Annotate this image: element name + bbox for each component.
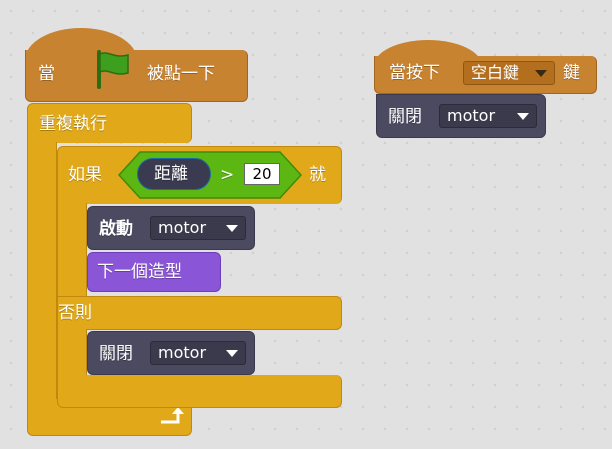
forever-label: 重複執行 <box>39 114 107 134</box>
then-label: 就 <box>309 165 326 185</box>
motor-off-target: motor <box>158 343 207 362</box>
loop-arrow-icon <box>161 407 184 424</box>
key-dropdown[interactable]: 空白鍵 <box>463 61 555 85</box>
distance-label: 距離 <box>154 164 188 184</box>
when-flag-clicked-block[interactable]: 當 被點一下 <box>25 50 248 102</box>
key-motor-off-target: motor <box>447 106 496 125</box>
distance-reporter[interactable]: 距離 <box>137 158 211 190</box>
else-label: 否則 <box>58 303 92 323</box>
when-key-pressed-block[interactable]: 當按下 空白鍵 鍵 <box>374 56 597 94</box>
chevron-down-icon <box>226 225 238 232</box>
threshold-value: 20 <box>252 165 272 183</box>
operator-symbol: > <box>220 165 235 185</box>
key-motor-off-label: 關閉 <box>388 107 422 127</box>
if-else-arm-2 <box>57 329 87 377</box>
hat-prefix-label: 當 <box>38 64 55 84</box>
chevron-down-icon <box>517 113 529 120</box>
threshold-input[interactable]: 20 <box>244 163 280 185</box>
motor-off-block[interactable]: 關閉 motor <box>87 331 255 375</box>
key-motor-off-block[interactable]: 關閉 motor <box>376 94 546 138</box>
key-value: 空白鍵 <box>471 63 520 82</box>
motor-on-target: motor <box>158 218 207 237</box>
motor-off-dropdown[interactable]: motor <box>150 341 246 365</box>
green-flag-icon <box>97 50 129 89</box>
if-label: 如果 <box>68 165 102 185</box>
motor-on-block[interactable]: 啟動 motor <box>87 206 255 250</box>
forever-block-top[interactable]: 重複執行 <box>27 103 192 143</box>
chevron-down-icon <box>535 70 547 77</box>
key-motor-off-dropdown[interactable]: motor <box>439 104 537 128</box>
next-costume-label: 下一個造型 <box>97 262 182 282</box>
if-else-block-top[interactable]: 如果 距離 > 20 就 <box>57 146 342 204</box>
forever-block-arm <box>27 142 57 400</box>
next-costume-block[interactable]: 下一個造型 <box>87 252 221 292</box>
if-else-block-bottom[interactable] <box>57 375 342 408</box>
motor-on-dropdown[interactable]: motor <box>150 216 246 240</box>
key-hat-prefix: 當按下 <box>389 63 440 83</box>
key-hat-suffix: 鍵 <box>563 63 580 83</box>
if-else-block-else[interactable]: 否則 <box>57 296 342 330</box>
if-else-arm-1 <box>57 203 87 299</box>
motor-on-label: 啟動 <box>99 219 133 239</box>
motor-off-label: 關閉 <box>99 344 133 364</box>
hat-suffix-label: 被點一下 <box>147 64 215 84</box>
chevron-down-icon <box>226 350 238 357</box>
